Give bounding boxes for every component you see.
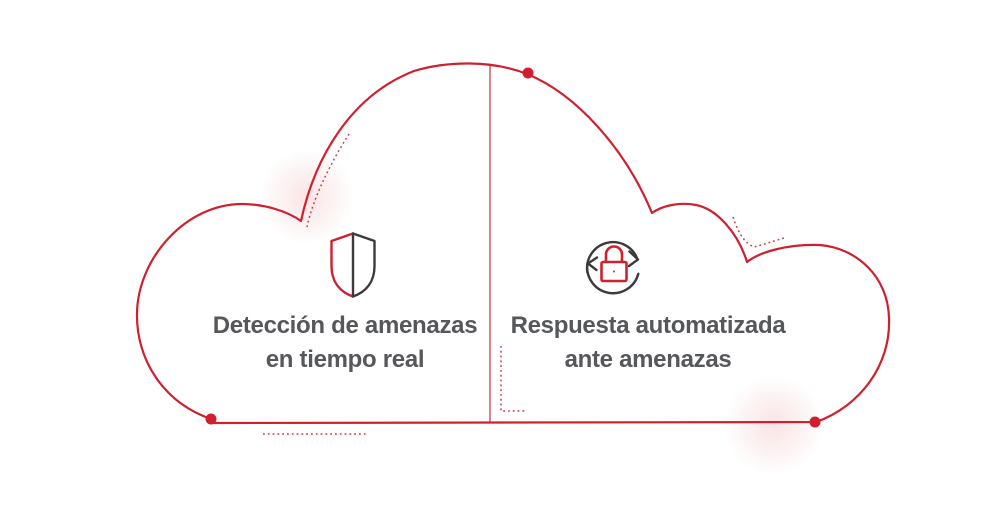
right-section-label: Respuesta automatizada ante amenazas xyxy=(496,309,800,377)
padlock-keyhole xyxy=(613,270,615,273)
cloud-outline xyxy=(135,62,891,425)
shield-left-half xyxy=(330,232,355,298)
left-section-label: Detección de amenazas en tiempo real xyxy=(195,309,495,377)
sync-arrowhead-left xyxy=(586,256,599,272)
left-label-line2: en tiempo real xyxy=(265,346,425,373)
node-dot-bottom-right xyxy=(809,416,821,428)
lock-sync-icon xyxy=(585,240,640,295)
right-label-line1: Respuesta automatizada xyxy=(510,312,786,339)
soft-glow-right xyxy=(724,375,824,475)
sync-arrows xyxy=(585,240,640,295)
right-label-line2: ante amenazas xyxy=(564,346,732,373)
padlock-shackle xyxy=(604,245,624,262)
padlock-body xyxy=(600,260,628,283)
sync-arrowhead-right xyxy=(627,250,640,268)
node-dot-top xyxy=(522,67,534,79)
sync-arc-bottom xyxy=(585,263,640,295)
dotted-arc-left xyxy=(306,133,350,228)
left-label-line1: Detección de amenazas xyxy=(212,312,478,339)
shield-icon xyxy=(330,232,376,298)
shield-right-half xyxy=(351,232,376,298)
dotted-notch-right xyxy=(732,216,785,248)
node-dot-bottom-left xyxy=(205,413,217,425)
padlock xyxy=(600,245,628,283)
